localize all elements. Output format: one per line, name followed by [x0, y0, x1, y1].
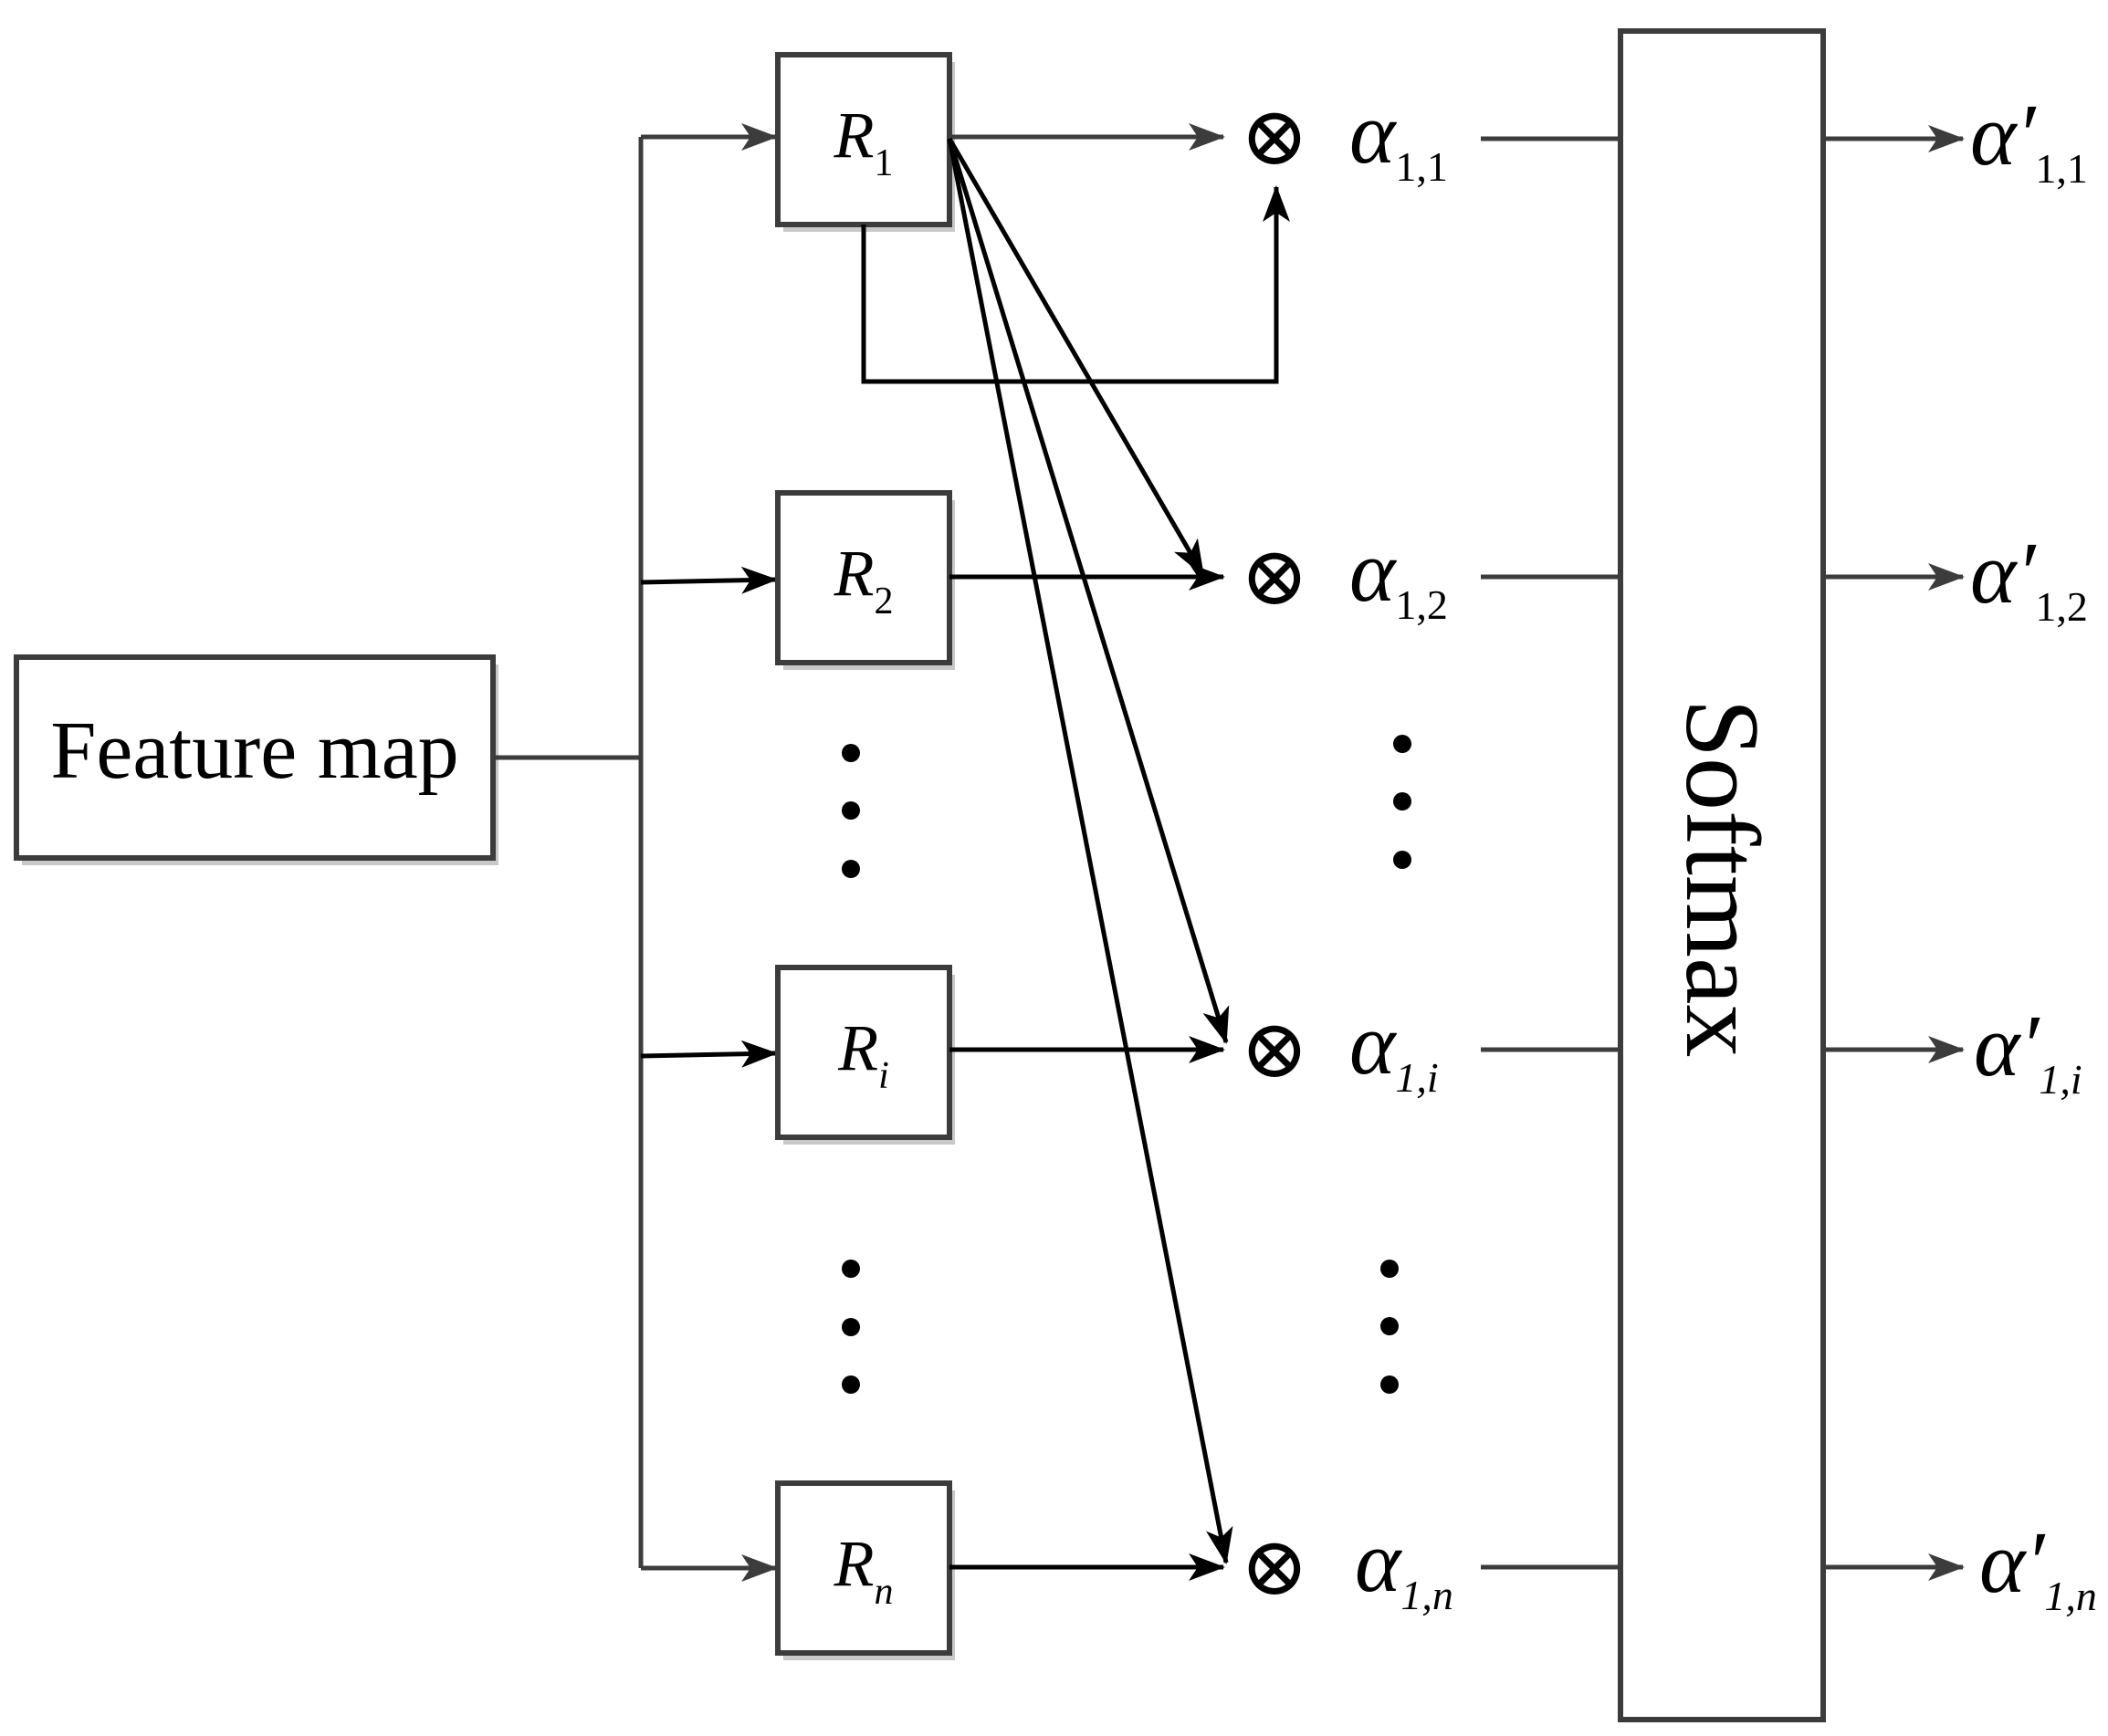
svg-text:α′1,2: α′1,2	[1970, 524, 2088, 630]
bus-arrow-ri	[640, 1040, 778, 1068]
svg-text:α1,2: α1,2	[1349, 522, 1448, 628]
alpha-prime-1-2-sub: 1,2	[2035, 583, 2088, 630]
r-box-2-base: R	[834, 537, 875, 610]
alpha-prime-1-i-base: α′	[1974, 997, 2040, 1094]
svg-text:Rn: Rn	[834, 1527, 894, 1613]
svg-text:R2: R2	[834, 537, 894, 622]
r-box-1-sub: 1	[874, 142, 893, 184]
ellipsis-r-lower	[842, 1260, 860, 1394]
ellipsis-r-upper	[842, 744, 860, 878]
svg-text:R1: R1	[834, 99, 894, 184]
svg-text:α1,1: α1,1	[1349, 84, 1448, 190]
r1-loop-to-mult1	[861, 185, 1290, 384]
r-box-n: Rn	[775, 1480, 955, 1660]
alpha-1-2-base: α	[1349, 522, 1397, 620]
r-box-i-sub: i	[878, 1055, 889, 1097]
r-box-n-sub: n	[874, 1571, 893, 1613]
svg-text:α′1,n: α′1,n	[1979, 1513, 2097, 1619]
bus-arrow-r2	[640, 566, 778, 594]
r1-to-multn	[947, 138, 1233, 1564]
alpha-prime-1-2-base: α′	[1970, 524, 2037, 622]
ellipsis-alpha-lower	[1380, 1260, 1399, 1394]
r1-to-mult2	[947, 137, 1206, 577]
svg-text:α1,n: α1,n	[1355, 1512, 1453, 1618]
multiply-icon-n: ⊗	[1240, 1522, 1308, 1613]
r-box-i-base: R	[837, 1011, 878, 1084]
alpha-prime-1-i-sub: 1,i	[2039, 1056, 2082, 1103]
svg-text:α′1,i: α′1,i	[1974, 997, 2082, 1103]
feature-map-label: Feature map	[50, 706, 458, 796]
svg-text:α′1,1: α′1,1	[1970, 86, 2088, 192]
alpha-1-n-sub: 1,n	[1400, 1572, 1453, 1618]
r-box-1: R1	[775, 52, 955, 232]
alpha-prime-1-1-base: α′	[1970, 86, 2037, 183]
ellipsis-alpha-upper	[1393, 735, 1411, 869]
r-box-2-sub: 2	[874, 580, 893, 622]
alpha-1-1-base: α	[1349, 84, 1397, 182]
alpha-1-i-sub: 1,i	[1395, 1054, 1438, 1101]
alpha-1-2-sub: 1,2	[1395, 581, 1448, 628]
svg-text:α1,i: α1,i	[1349, 995, 1439, 1101]
alpha-prime-1-1-sub: 1,1	[2035, 145, 2088, 192]
r-box-1-base: R	[834, 99, 875, 172]
feature-map-node: Feature map	[14, 654, 498, 865]
r-box-2: R2	[775, 490, 955, 670]
alpha-prime-1-n-sub: 1,n	[2044, 1573, 2097, 1619]
softmax-label: Softmax	[1663, 698, 1780, 1057]
multiply-icon-2: ⊗	[1240, 532, 1308, 622]
r-box-i: Ri	[775, 965, 955, 1145]
alpha-prime-1-n-base: α′	[1979, 1513, 2046, 1611]
r1-to-multi	[947, 138, 1230, 1044]
alpha-1-i-base: α	[1349, 995, 1397, 1093]
r-box-n-base: R	[834, 1527, 875, 1600]
softmax-node: Softmax	[1618, 28, 1826, 1722]
svg-text:Ri: Ri	[837, 1011, 889, 1097]
alpha-1-1-sub: 1,1	[1395, 143, 1448, 190]
multiply-icon-i: ⊗	[1240, 1005, 1308, 1095]
alpha-1-n-base: α	[1355, 1512, 1402, 1610]
multiply-icon-1: ⊗	[1240, 92, 1308, 183]
